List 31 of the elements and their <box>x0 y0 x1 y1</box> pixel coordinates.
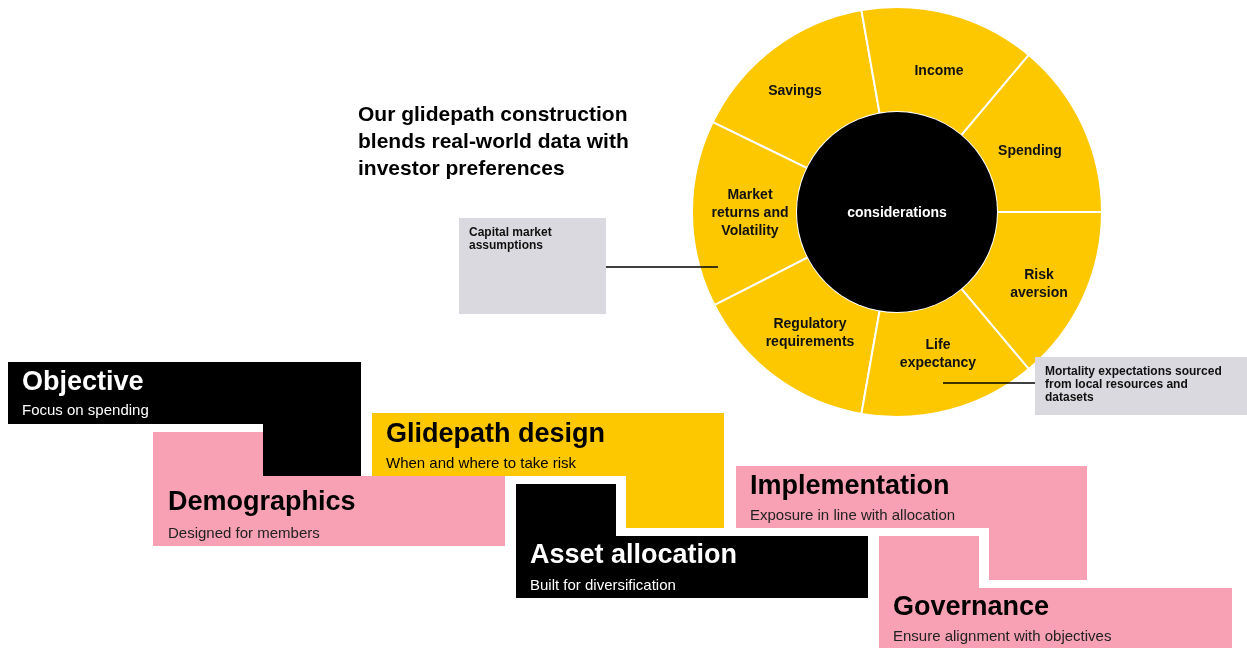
leader-line <box>605 266 719 268</box>
step-heading: Objective <box>22 366 144 397</box>
step-heading: Implementation <box>750 470 950 501</box>
step-description: Ensure alignment with objectives <box>893 627 1112 644</box>
donut-segment <box>860 6 1030 137</box>
step-description: Focus on spending <box>22 401 149 418</box>
leader-line <box>942 382 1036 384</box>
segment-label: Market returns and Volatility <box>710 185 790 239</box>
segment-label: Spending <box>997 141 1063 159</box>
step-heading: Glidepath design <box>386 418 606 449</box>
donut-segment <box>711 9 881 170</box>
step-description: Exposure in line with allocation <box>750 506 956 523</box>
step-description: When and where to take risk <box>386 454 577 471</box>
donut-segment <box>691 121 809 307</box>
segment-label: Life expectancy <box>898 335 978 371</box>
callout-box <box>1035 357 1247 415</box>
step-heading: Asset allocation <box>530 539 738 570</box>
title: Our glidepath construction blends real-world data with investor preferences <box>358 101 630 181</box>
segment-label: Regulatory requirements <box>764 314 856 350</box>
segment-label: Risk aversion <box>1009 265 1069 301</box>
segment-label: Savings <box>767 81 823 99</box>
step-description: Designed for members <box>168 524 320 541</box>
callout-text: Capital market assumptions <box>469 226 553 252</box>
callout-text: Mortality expectations sourced from local resources and datasets <box>1045 365 1223 404</box>
center-label: considerations <box>846 204 948 220</box>
callout-box <box>459 218 606 314</box>
donut-segment <box>713 256 881 415</box>
step-description: Built for diversification <box>530 576 676 593</box>
segment-label: Income <box>913 61 965 79</box>
step-heading: Governance <box>893 591 1050 622</box>
step-heading: Demographics <box>168 486 356 517</box>
